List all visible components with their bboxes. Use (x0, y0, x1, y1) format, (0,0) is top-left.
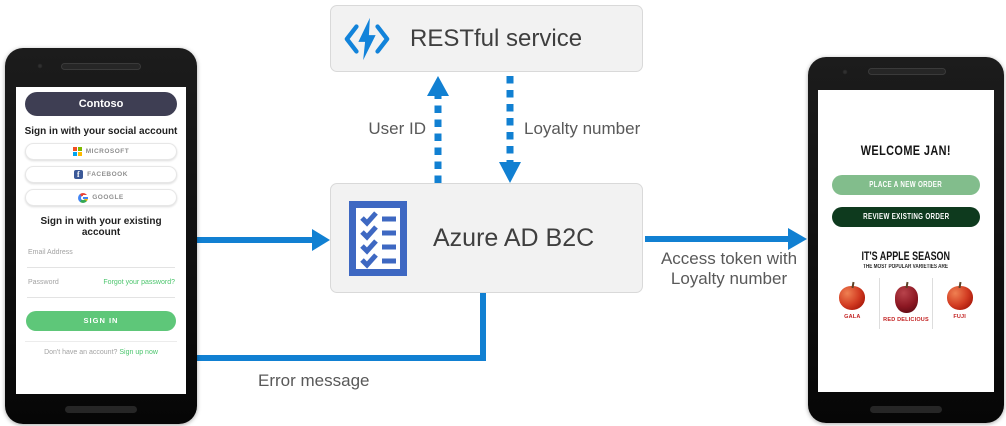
apple-variety-red-delicious: RED DELICIOUS (878, 278, 933, 329)
sign-up-link[interactable]: Sign up now (119, 349, 158, 356)
google-button-label: GOOGLE (92, 194, 124, 201)
password-placeholder: Password (28, 279, 59, 286)
user-id-label: User ID (368, 119, 426, 138)
azure-ad-b2c-label: Azure AD B2C (433, 223, 595, 252)
apple-variety-fuji: FUJI (932, 278, 986, 329)
phone-signin: Contoso Sign in with your social account… (5, 48, 197, 424)
existing-account-heading: Sign in with your existing account (40, 216, 162, 238)
phone-orders: WELCOME JAN! PLACE A NEW ORDER REVIEW EX… (808, 57, 1004, 423)
sign-in-button[interactable]: SIGN IN (26, 311, 176, 331)
contoso-header: Contoso (25, 92, 177, 116)
access-token-label: Access token with Loyalty number (660, 249, 798, 288)
password-field[interactable]: Password Forgot your password? (27, 279, 175, 298)
apple-season-heading: IT'S APPLE SEASON (861, 251, 951, 263)
facebook-logo-icon: f (74, 170, 84, 179)
facebook-button-label: FACEBOOK (87, 171, 128, 178)
google-logo-icon (78, 192, 89, 203)
google-signin-button[interactable]: GOOGLE (25, 189, 177, 206)
microsoft-button-label: MICROSOFT (85, 148, 130, 155)
speaker-slot (868, 68, 946, 75)
restful-service-box: RESTful service (330, 5, 643, 72)
camera-dot (37, 63, 43, 69)
signup-footer: Don't have an account? Sign up now (23, 349, 179, 356)
welcome-heading: WELCOME JAN! (860, 142, 952, 158)
apple-name: RED DELICIOUS (883, 317, 929, 323)
microsoft-signin-button[interactable]: MICROSOFT (25, 143, 177, 160)
bottom-speaker-slot (870, 406, 942, 413)
divider (25, 341, 177, 342)
restful-service-label: RESTful service (410, 24, 583, 52)
signin-screen: Contoso Sign in with your social account… (16, 87, 186, 394)
apple-variety-gala: GALA (826, 278, 879, 329)
orders-screen: WELCOME JAN! PLACE A NEW ORDER REVIEW EX… (818, 90, 994, 392)
bottom-speaker-slot (65, 406, 137, 413)
forgot-password-link[interactable]: Forgot your password? (103, 279, 175, 286)
loyalty-number-arrow (499, 76, 521, 183)
speaker-slot (61, 63, 141, 70)
email-field[interactable]: Email Address (27, 249, 175, 268)
apple-varieties-row: GALA RED DELICIOUS FUJI (826, 278, 986, 329)
microsoft-logo-icon (72, 147, 82, 156)
social-account-heading: Sign in with your social account (24, 126, 178, 137)
red-delicious-apple-image (894, 286, 918, 313)
function-lightning-icon (344, 17, 390, 60)
place-new-order-button[interactable]: PLACE A NEW ORDER (832, 175, 980, 195)
error-message-label: Error message (258, 371, 370, 390)
error-message-line (197, 293, 486, 361)
fuji-apple-image (946, 286, 973, 310)
facebook-signin-button[interactable]: f FACEBOOK (25, 166, 177, 183)
gala-apple-image (839, 286, 866, 310)
user-id-arrow (427, 76, 449, 183)
loyalty-number-label: Loyalty number (524, 119, 641, 138)
signin-arrow (197, 229, 330, 251)
email-placeholder: Email Address (28, 249, 73, 256)
apple-season-subheading: THE MOST POPULAR VARIETIES ARE (863, 264, 949, 270)
no-account-text: Don't have an account? (44, 349, 118, 356)
azure-ad-b2c-box: Azure AD B2C (330, 183, 643, 293)
checklist-icon (349, 200, 407, 276)
apple-name: FUJI (953, 314, 967, 320)
apple-name: GALA (844, 314, 861, 320)
camera-dot (842, 69, 848, 75)
access-token-arrow (645, 228, 807, 250)
review-existing-order-button[interactable]: REVIEW EXISTING ORDER (832, 207, 980, 227)
